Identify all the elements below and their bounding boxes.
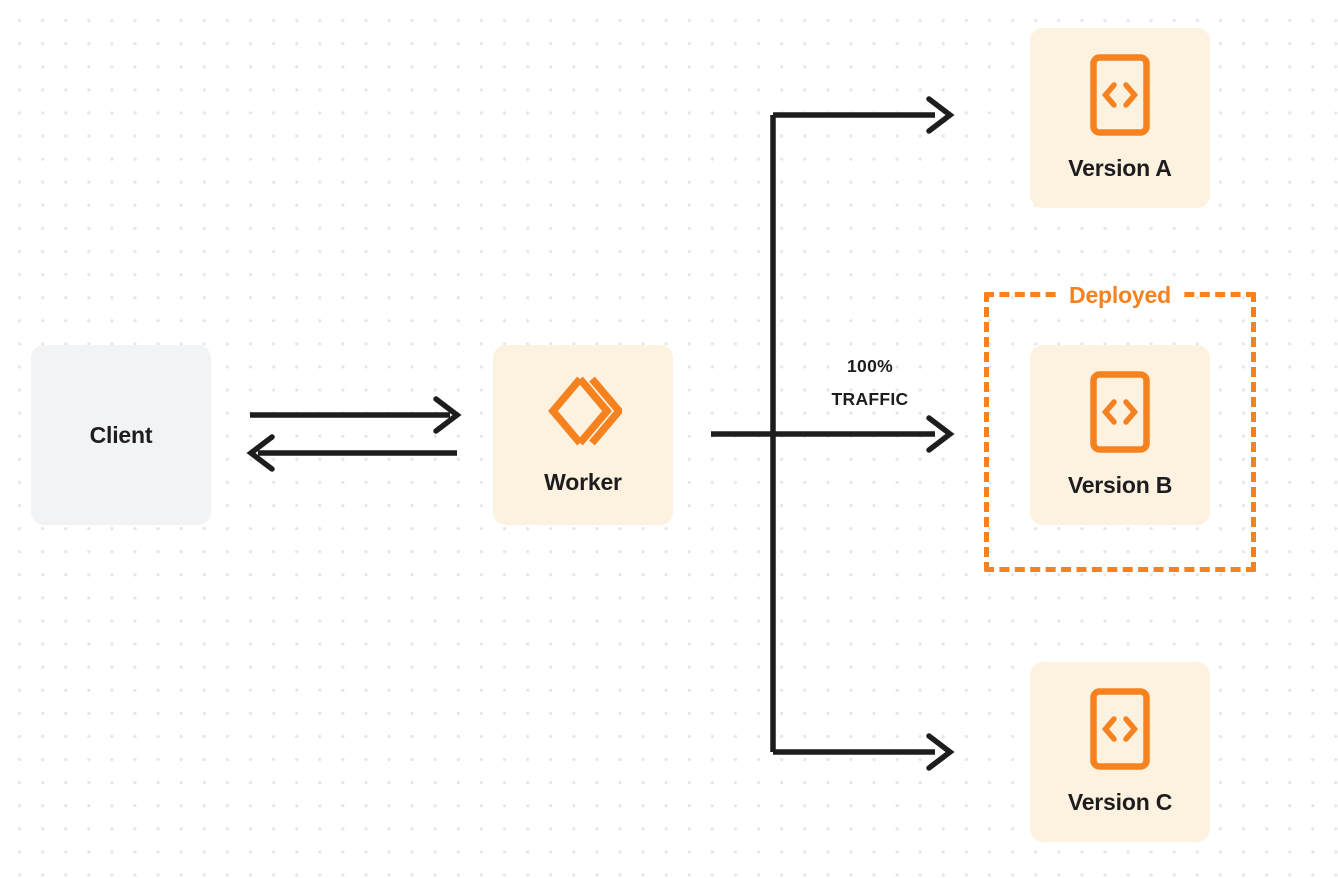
code-file-icon	[1090, 54, 1150, 141]
traffic-percent: 100%	[847, 356, 893, 376]
edge-worker-to-versions-trunk	[711, 112, 935, 755]
node-version-a-label: Version A	[1068, 155, 1172, 181]
group-deployed: Deployed	[984, 280, 1256, 572]
group-deployed-label: Deployed	[1057, 280, 1183, 310]
node-client[interactable]: Client	[31, 345, 211, 525]
code-file-icon	[1090, 688, 1150, 775]
node-worker[interactable]: Worker	[493, 345, 673, 525]
node-version-b-label: Version B	[1067, 472, 1173, 498]
edge-client-to-worker	[250, 396, 462, 434]
node-version-c[interactable]: Version C	[1030, 662, 1210, 842]
arrowhead-version-b	[926, 415, 955, 453]
node-version-b[interactable]: Version B	[1030, 345, 1210, 525]
code-file-icon	[1090, 371, 1150, 458]
arrowhead-version-a	[926, 96, 955, 134]
cloudflare-workers-logo-icon	[544, 374, 624, 453]
node-version-a[interactable]: Version A	[1030, 28, 1210, 208]
traffic-label: 100% TRAFFIC	[790, 350, 950, 416]
node-client-label: Client	[89, 421, 153, 448]
traffic-text: TRAFFIC	[831, 389, 909, 409]
node-version-c-label: Version C	[1067, 789, 1173, 815]
arrowhead-version-c	[926, 733, 955, 771]
edge-worker-to-client	[246, 434, 457, 472]
node-worker-label: Worker	[544, 469, 622, 495]
